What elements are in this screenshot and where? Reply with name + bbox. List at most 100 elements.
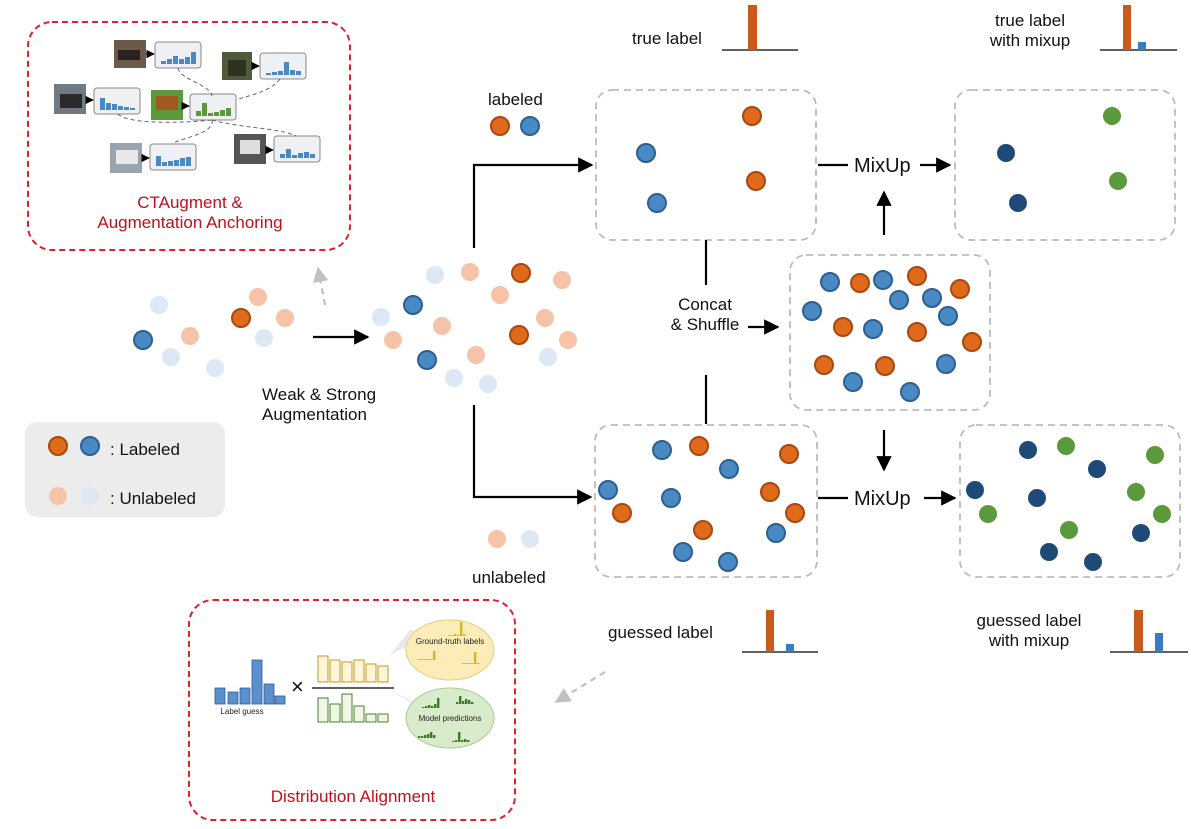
labeled-dot [833,317,853,337]
mixed-dot [979,505,997,523]
unlabeled-dot [372,308,390,326]
unlabeled-dot [479,375,497,393]
ground-truth-text: Ground-truth labels [416,637,484,646]
labeled-dot [612,503,632,523]
labeled-dot [80,436,100,456]
true-label-text: true label [632,29,702,48]
labeled-dot [661,488,681,508]
unlabeled-dot [150,296,168,314]
unlabeled-dot [181,327,199,345]
labeled-dot [647,193,667,213]
ground-truth-cloud [405,619,495,681]
mixed-dot [1009,194,1027,212]
guessed-label-mixup-text: guessed label with mixup [976,611,1082,651]
labeled-dot [689,436,709,456]
labeled-dot [636,143,656,163]
labeled-dot [820,272,840,292]
mixed-dot [1088,460,1106,478]
mixed-unlabeled-box [959,424,1181,578]
legend-box [25,422,225,517]
labeled-dot [133,330,153,350]
labeled-dot [907,322,927,342]
guessed-label-text: guessed label [608,623,713,642]
sample-dots [48,106,1171,572]
unlabeled-dot [255,329,273,347]
labeled-dot [417,350,437,370]
labeled-dot [511,263,531,283]
to-distribution-alignment-arrow [554,671,606,703]
labeled-dot [922,288,942,308]
labeled-dot [863,319,883,339]
ctaugment-histograms [100,52,315,166]
mixed-dot [966,481,984,499]
concat-shuffle-label: Concat & Shuffle [670,295,740,335]
label-guess-bars [214,659,286,705]
labeled-dot [938,306,958,326]
true-label-mixup-text: true label with mixup [989,11,1071,51]
distribution-alignment-box [188,599,516,821]
unlabeled-dot [467,346,485,364]
labeled-dot [785,503,805,523]
weak-strong-augmentation-label: Weak & Strong Augmentation [262,385,377,425]
legend-unlabeled-text: : Unlabeled [110,489,197,508]
labeled-dot [719,459,739,479]
mixed-dot [1109,172,1127,190]
labeled-dot [950,279,970,299]
labeled-dot [843,372,863,392]
unlabeled-dot [206,359,224,377]
unlabeled-dot [81,487,99,505]
unlabeled-dot [491,286,509,304]
mixed-dot [1019,441,1037,459]
labeled-dot [673,542,693,562]
prediction-bars [317,693,389,723]
labeled-dot [48,436,68,456]
labeled-dot [520,116,540,136]
mixed-dot [1132,524,1150,542]
labeled-dot [490,116,510,136]
labeled-dot [652,440,672,460]
labeled-dot [403,295,423,315]
unlabeled-dot [539,348,557,366]
labeled-dot [718,552,738,572]
flow-arrows [313,157,957,506]
histogram-box [273,135,321,163]
unlabeled-dot [426,266,444,284]
mixup-top-label: MixUp [854,155,911,177]
unlabeled-dot [521,530,539,548]
labeled-dot [850,273,870,293]
unlabeled-text: unlabeled [472,568,546,587]
labeled-dot [900,382,920,402]
mixup-bottom-label: MixUp [854,488,911,510]
labeled-dot [598,480,618,500]
unlabeled-dot [488,530,506,548]
ground-truth-bars [317,655,389,683]
mixed-dot [1084,553,1102,571]
mixed-dot [997,144,1015,162]
unlabeled-dot [433,317,451,335]
labeled-dot [962,332,982,352]
label-bars [748,5,1163,652]
label-guess-text: Label guess [220,707,263,716]
histogram-box [259,52,307,80]
mixed-labeled-box [954,89,1176,241]
labeled-dot [742,106,762,126]
times-symbol: × [291,674,304,699]
mixed-dot [1127,483,1145,501]
mixed-dot [1057,437,1075,455]
unlabeled-dot [461,263,479,281]
labeled-dot [936,354,956,374]
to-ctaugment-arrow [313,266,329,306]
labeled-dot [693,520,713,540]
labeled-dot [875,356,895,376]
model-predictions-text: Model predictions [419,714,482,723]
unlabeled-dot [536,309,554,327]
labeled-dot [802,301,822,321]
labeled-text: labeled [488,90,543,109]
unlabeled-dot [445,369,463,387]
shuffled-box [789,254,991,411]
unlabeled-dot [49,487,67,505]
labeled-dot [779,444,799,464]
unlabeled-dot [553,271,571,289]
